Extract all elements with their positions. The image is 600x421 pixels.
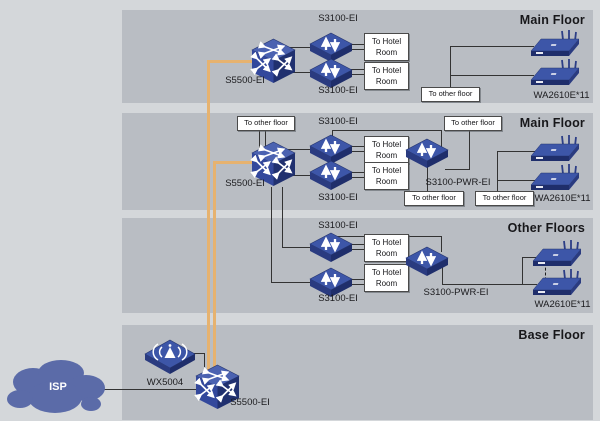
wa2610e-ap-icon [531,269,583,297]
floor-panel-other-floors: Other Floors [122,218,593,313]
s3100-pwr-switch-icon [405,246,449,277]
device-label: S3100-EI [318,293,358,304]
floor-title: Other Floors [507,221,585,235]
other-floor-box: To other floor [237,116,295,131]
riser-line [282,187,283,248]
device-label: WA2610E*11 [534,193,591,204]
s3100-switch-icon [309,160,353,191]
floor-panel-main-1: Main Floor [122,10,593,103]
device-label: S3100-EI [318,192,358,203]
trunk-line [213,161,216,372]
hotel-room-box: To Hotel Room [364,234,409,262]
link-line [349,279,365,285]
trunk-line [213,161,255,164]
uplink-line [265,130,266,151]
ap-link-line [442,284,537,285]
link-line [469,130,470,170]
other-floor-box: To other floor [404,191,464,206]
floor-title: Main Floor [519,116,585,130]
link-line [282,247,314,248]
link-line [441,130,442,148]
link-line [288,149,314,150]
hotel-room-box: To Hotel Room [364,162,409,190]
ap-link-line [522,257,523,284]
wa2610e-ap-icon [529,135,581,163]
link-line [442,266,443,284]
link-line [427,166,428,191]
s3100-switch-icon [309,232,353,263]
device-label: S3100-PWR-EI [425,177,491,188]
link-line [271,282,314,283]
link-line [288,72,314,73]
device-label: S5500-EI [225,75,265,86]
link-line [349,44,365,50]
device-label: S3100-PWR-EI [423,287,489,298]
other-floor-box: To other floor [421,87,480,102]
wa2610e-ap-icon [529,164,581,192]
device-label: S3100-EI [318,13,358,24]
wa2610e-ap-icon [529,59,581,87]
wa2610e-ap-icon [531,240,583,268]
trunk-line [207,60,210,372]
ap-link-line [497,151,498,191]
link-line [349,244,365,250]
link-line [332,130,442,131]
floor-title: Base Floor [518,328,585,342]
ap-link-line [450,46,534,47]
link-line [191,353,205,354]
uplink-line [259,130,260,151]
device-label: S5500-EI [225,178,265,189]
link-line [288,47,314,48]
device-label: S3100-EI [318,116,358,127]
link-line [349,172,365,178]
isp-label: ISP [49,381,67,393]
hotel-room-box: To Hotel Room [364,62,409,90]
link-line [441,236,442,252]
wx5004-controller-icon [143,338,197,376]
floor-title: Main Floor [519,13,585,27]
ap-link-line [497,180,535,181]
device-label: WX5004 [146,377,184,388]
device-label: S3100-EI [318,220,358,231]
ap-link-line [450,46,451,88]
other-floor-box: To other floor [444,116,502,131]
riser-line [271,187,272,283]
link-line [445,169,470,170]
ap-link-line [450,75,534,76]
floor-panel-base-floor: Base Floor [122,325,593,420]
trunk-line [207,60,255,63]
ap-link-line [522,257,537,258]
device-label: S5500-EI [230,397,270,408]
link-line [349,146,365,152]
dashed-repeat-line [545,258,546,290]
hotel-room-box: To Hotel Room [364,136,409,164]
s3100-pwr-switch-icon [405,138,449,169]
link-line [288,175,314,176]
link-line [349,69,365,75]
device-label: WA2610E*11 [533,90,590,101]
hotel-room-box: To Hotel Room [364,264,409,292]
hotel-room-box: To Hotel Room [364,33,409,61]
isp-link-line [96,389,197,390]
other-floor-box: To other floor [475,191,534,206]
wa2610e-ap-icon [529,30,581,58]
device-label: WA2610E*11 [534,299,591,310]
link-line [204,353,205,367]
link-line [332,130,333,140]
ap-link-line [497,151,535,152]
device-label: S3100-EI [318,85,358,96]
